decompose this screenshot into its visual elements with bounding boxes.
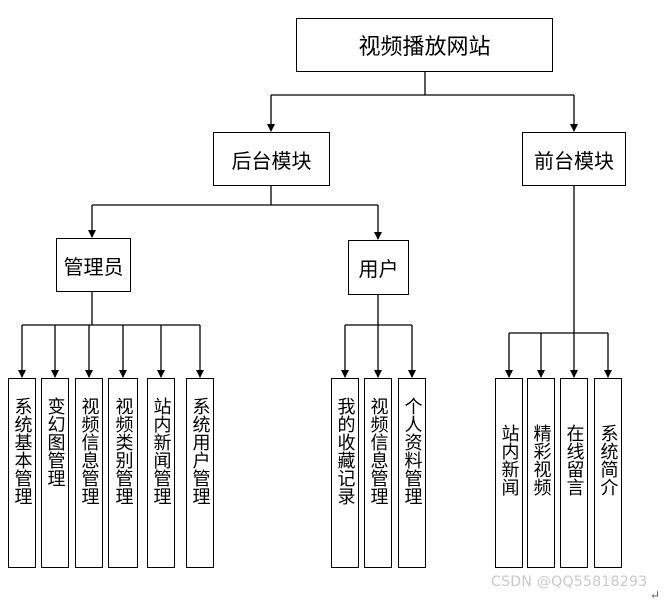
admin-item-node: 站内新闻管理 <box>147 378 175 568</box>
front-item-label: 系统简介 <box>597 424 619 496</box>
user-item-label: 视频信息管理 <box>367 397 389 505</box>
admin-item-label: 系统基本管理 <box>11 397 33 505</box>
watermark: CSDN @QQ55818293 <box>491 574 648 590</box>
backend-label: 后台模块 <box>231 148 312 173</box>
admin-label: 管理员 <box>63 254 124 279</box>
admin-item-label: 视频类别管理 <box>112 397 134 505</box>
root-node: 视频播放网站 <box>296 18 553 72</box>
user-item-node: 我的收藏记录 <box>331 378 359 568</box>
front-item-node: 在线留言 <box>560 378 588 568</box>
admin-item-label: 系统用户管理 <box>189 397 211 505</box>
frontend-label: 前台模块 <box>534 148 614 173</box>
admin-item-node: 系统用户管理 <box>186 378 214 568</box>
admin-item-label: 变幻图管理 <box>44 397 66 487</box>
front-item-label: 站内新闻 <box>498 424 520 496</box>
front-item-label: 精彩视频 <box>530 424 552 496</box>
root-label: 视频播放网站 <box>358 35 491 60</box>
front-item-node: 站内新闻 <box>495 378 523 568</box>
admin-item-node: 视频类别管理 <box>108 378 138 568</box>
front-item-node: 精彩视频 <box>527 378 555 568</box>
admin-item-label: 站内新闻管理 <box>150 397 172 505</box>
admin-item-node: 系统基本管理 <box>8 378 36 568</box>
user-node: 用户 <box>348 240 409 295</box>
user-item-label: 我的收藏记录 <box>334 397 356 505</box>
admin-item-node: 变幻图管理 <box>41 378 69 568</box>
user-item-node: 视频信息管理 <box>364 378 392 568</box>
return-mark-icon: ↵ <box>650 588 661 602</box>
front-item-label: 在线留言 <box>563 424 585 496</box>
user-item-label: 个人资料管理 <box>401 397 423 505</box>
user-label: 用户 <box>358 257 399 281</box>
backend-node: 后台模块 <box>213 132 330 186</box>
admin-item-label: 视频信息管理 <box>78 397 100 505</box>
user-item-node: 个人资料管理 <box>398 378 426 568</box>
admin-item-node: 视频信息管理 <box>75 378 103 568</box>
front-item-node: 系统简介 <box>594 378 622 568</box>
admin-node: 管理员 <box>56 238 131 292</box>
frontend-node: 前台模块 <box>522 132 626 186</box>
